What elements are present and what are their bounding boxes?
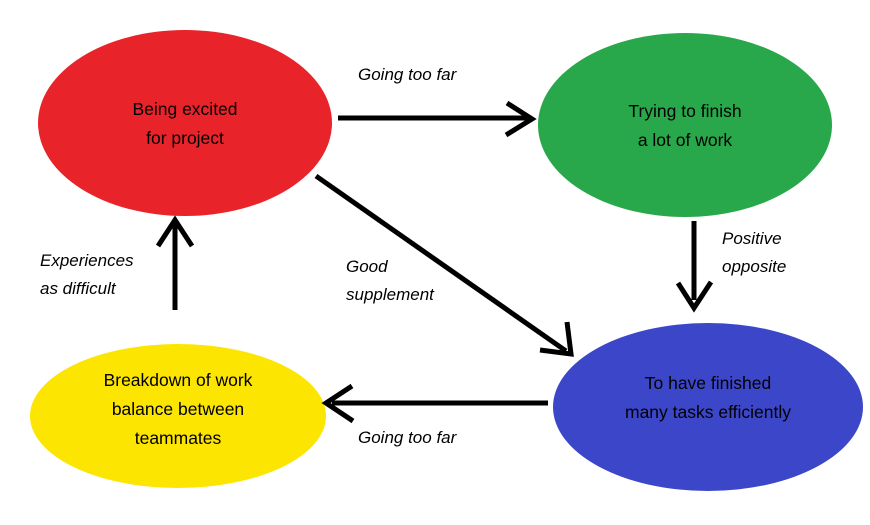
edge-line-diagonal: [314, 173, 568, 354]
edge-label-positive: Positive: [722, 229, 782, 248]
node-finished-tasks[interactable]: To have finished many tasks efficiently: [553, 323, 863, 491]
arrowhead-right: [675, 280, 714, 313]
edge-label-experiences: Experiences: [40, 251, 134, 270]
arrowhead-left: [155, 215, 195, 248]
edge-finish-work-to-finished-tasks[interactable]: Positive opposite: [675, 221, 786, 313]
edge-label-supplement: supplement: [346, 285, 435, 304]
edge-breakdown-to-excited[interactable]: Experiences as difficult: [40, 215, 195, 310]
edge-label-going-too-far-bottom: Going too far: [358, 428, 458, 447]
edge-finished-tasks-to-breakdown[interactable]: Going too far: [321, 383, 548, 447]
node-label-breakdown: Breakdown of work: [104, 370, 253, 390]
node-label-being-excited-line2: for project: [146, 128, 224, 148]
arrowhead-bottom: [321, 383, 355, 424]
node-label-breakdown-line3: teammates: [135, 428, 222, 448]
node-trying-to-finish[interactable]: Trying to finish a lot of work: [538, 33, 832, 217]
node-label-trying-to-finish-line2: a lot of work: [638, 130, 733, 150]
node-ellipse-green[interactable]: [538, 33, 832, 217]
node-label-trying-to-finish: Trying to finish: [628, 101, 741, 121]
node-being-excited[interactable]: Being excited for project: [38, 30, 332, 216]
node-label-being-excited: Being excited: [132, 99, 237, 119]
edge-label-opposite: opposite: [722, 257, 786, 276]
node-ellipse-red[interactable]: [38, 30, 332, 216]
edge-label-going-too-far-top: Going too far: [358, 65, 458, 84]
node-label-breakdown-line2: balance between: [112, 399, 244, 419]
edge-label-good: Good: [346, 257, 388, 276]
node-breakdown[interactable]: Breakdown of work balance between teamma…: [30, 344, 326, 488]
node-ellipse-blue[interactable]: [553, 323, 863, 491]
node-ellipse-yellow[interactable]: [30, 344, 326, 488]
node-label-finished-tasks: To have finished: [645, 373, 771, 393]
edge-label-as-difficult: as difficult: [40, 279, 117, 298]
node-label-finished-tasks-line2: many tasks efficiently: [625, 402, 791, 422]
edge-excited-to-finish-work[interactable]: Going too far: [338, 65, 537, 138]
arrowhead-diagonal: [539, 321, 574, 357]
edge-excited-to-finished-tasks[interactable]: Good supplement: [314, 173, 574, 357]
arrowhead-top: [504, 100, 537, 138]
